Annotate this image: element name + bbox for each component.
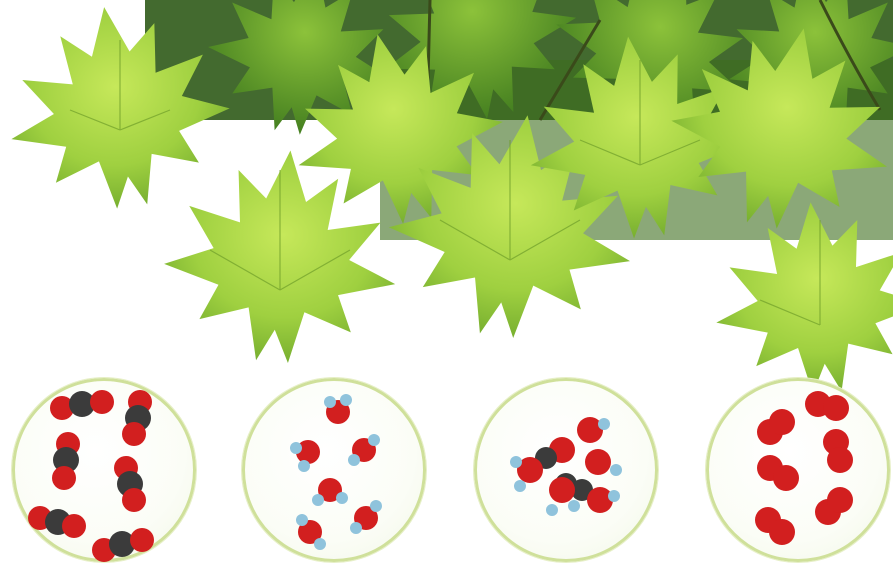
o2-molecules-icon <box>706 378 890 562</box>
molecule-circle-h2o <box>242 378 426 562</box>
molecule-circle-o2 <box>706 378 890 562</box>
co2-molecules-icon <box>12 378 196 562</box>
maple-leaf-canopy <box>0 0 893 400</box>
molecule-circle-glucose <box>474 378 658 562</box>
glucose-molecule-icon <box>474 378 658 562</box>
h2o-molecules-icon <box>242 378 426 562</box>
molecule-circle-co2 <box>12 378 196 562</box>
